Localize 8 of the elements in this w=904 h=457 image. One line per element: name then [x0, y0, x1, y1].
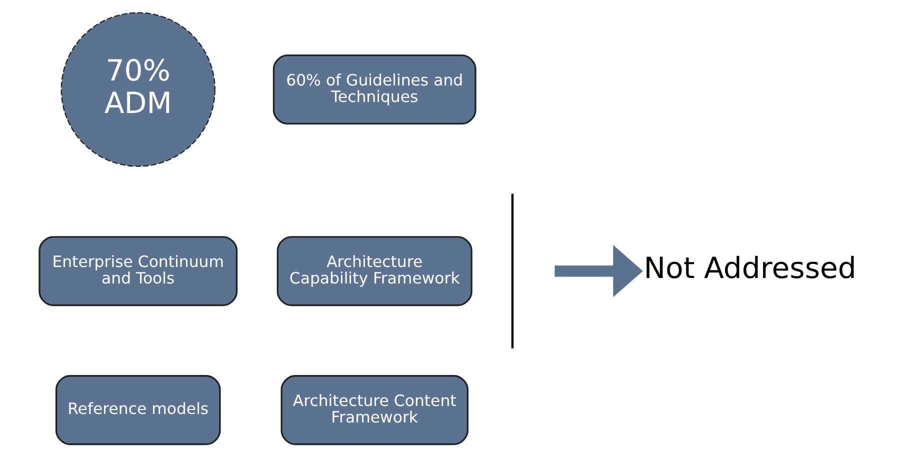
node-circle: 70% ADM: [60, 12, 215, 167]
node-box: 60% of Guidelines and Techniques: [272, 54, 476, 125]
node-box: Reference models: [54, 375, 220, 446]
node-text: Not Addressed: [643, 251, 856, 286]
node-box: Architecture Content Framework: [280, 375, 468, 446]
arrow: [554, 245, 642, 298]
node-box: Architecture Capability Framework: [276, 236, 472, 306]
node-box: Enterprise Continuum and Tools: [38, 236, 238, 306]
